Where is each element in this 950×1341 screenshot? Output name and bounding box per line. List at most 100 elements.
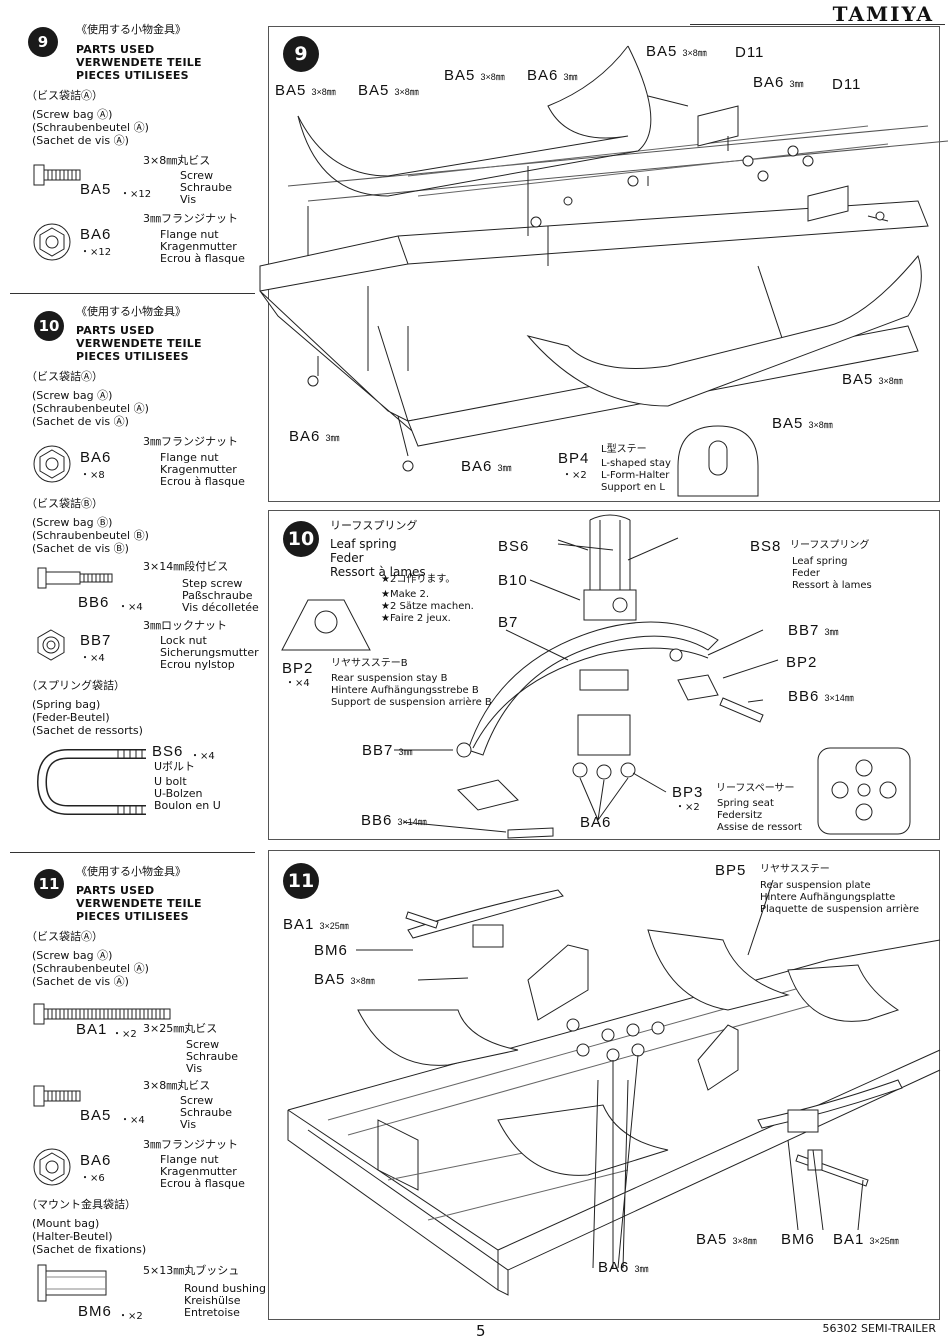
p10-bp2-b: BP2 — [786, 654, 818, 671]
p10-b7: B7 — [498, 614, 519, 631]
step10-partS-jp: Uボルト — [154, 760, 196, 773]
p10-title-fr: Ressort à lames — [330, 565, 426, 579]
step9-bag-en: (Screw bag Ⓐ) — [32, 108, 113, 121]
step10-partB2-name-fr: Ecrou nylstop — [160, 658, 235, 671]
step10-partS-name-en: U bolt — [154, 775, 187, 788]
p10-title-en: Leaf spring — [330, 537, 397, 551]
p10-bs8-de: Feder — [792, 568, 820, 579]
p10-make2-de: ★2 Sätze machen. — [381, 601, 474, 612]
step9-part1-qty: ・×12 — [120, 189, 152, 200]
step11-jp-title: 《使用する小物金具》 — [76, 865, 186, 878]
p10-bp3-qty: ・×2 — [675, 802, 700, 813]
step10-bagA-jp: （ビス袋詰Ⓐ） — [26, 370, 103, 383]
step9-part1-code: BA5 — [80, 181, 112, 198]
p9-ba6-b: BA6 3㎜ — [753, 74, 804, 91]
step9-bag-fr: (Sachet de vis Ⓐ) — [32, 134, 129, 147]
step10-partA-jp: 3㎜フランジナット — [143, 435, 238, 448]
step11-part2-jp: 3×8㎜丸ビス — [143, 1079, 211, 1092]
step11-panel-badge: 11 — [283, 863, 319, 899]
p9-bp4: BP4 — [558, 450, 590, 467]
step9-part2-qty: ・×12 — [80, 247, 112, 258]
step10-partB1-name-en: Step screw — [182, 577, 243, 590]
step10-partB1-jp: 3×14㎜段付ビス — [143, 560, 229, 573]
p10-make2-en: ★Make 2. — [381, 589, 430, 600]
step10-bagA-de: (Schraubenbeutel Ⓐ) — [32, 402, 149, 415]
step9-part1-jp: 3×8㎜丸ビス — [143, 154, 211, 167]
p10-bp2-jp: リヤサスステーB — [331, 658, 408, 669]
step10-parts-used: PARTS USED — [76, 324, 155, 337]
p10-bp3: BP3 — [672, 784, 704, 801]
p9-bp4-en: L-shaped stay — [601, 458, 671, 469]
p10-title-jp: リーフスプリング — [330, 519, 418, 532]
step10-partB2-name-de: Sicherungsmutter — [160, 646, 259, 659]
p10-bp2-fr: Support de suspension arrière B — [331, 697, 492, 708]
step10-partB1-code: BB6 — [78, 594, 110, 611]
step9-part1-name-en: Screw — [180, 169, 214, 182]
step9-part2-name-en: Flange nut — [160, 228, 219, 241]
step9-part2-name-fr: Ecrou à flasque — [160, 252, 245, 265]
step9-part2-code: BA6 — [80, 226, 112, 243]
step10-partA-name-fr: Ecrou à flasque — [160, 475, 245, 488]
step11-part1-qty: ・×2 — [112, 1029, 137, 1040]
p10-bb7-b: BB7 3㎜ — [362, 742, 413, 759]
p11-bp5-fr: Plaquette de suspension arrière — [760, 904, 919, 915]
p9-ba5-e: BA5 3×8㎜ — [842, 371, 903, 388]
p10-bp2-en: Rear suspension stay B — [331, 673, 448, 684]
step9-parts-used: PARTS USED — [76, 43, 155, 56]
step10-badge: 10 — [34, 311, 64, 341]
flange-nut-icon — [33, 1148, 71, 1186]
brand-logo: TAMIYA — [832, 2, 934, 26]
screw-icon — [33, 164, 81, 186]
p10-bb7-a: BB7 3㎜ — [788, 622, 839, 639]
step10-partB1-name-de: Paßschraube — [182, 589, 253, 602]
p10-bs8-jp: リーフスプリング — [790, 540, 870, 551]
p9-ba5-d: BA5 3×8㎜ — [646, 43, 707, 60]
step10-partB2-name-en: Lock nut — [160, 634, 207, 647]
long-screw-icon — [33, 1003, 171, 1025]
step11-mount-jp: （マウント金具袋詰） — [26, 1198, 136, 1211]
step10-jp-title: 《使用する小物金具》 — [76, 305, 186, 318]
page-number: 5 — [476, 1322, 486, 1340]
step10-bagS-de: (Feder-Beutel) — [32, 711, 110, 724]
p9-bp4-jp: L型ステー — [601, 444, 647, 455]
step11-part2-qty: ・×4 — [120, 1115, 145, 1126]
p11-bp5-de: Hintere Aufhängungsplatte — [760, 892, 896, 903]
step11-part3-name-en: Flange nut — [160, 1153, 219, 1166]
step10-partB1-name-fr: Vis décolletée — [182, 601, 259, 614]
step10-bagS-fr: (Sachet de ressorts) — [32, 724, 143, 737]
step11-part1-name-en: Screw — [186, 1038, 220, 1051]
p10-make2-fr: ★Faire 2 jeux. — [381, 613, 451, 624]
step11-part2-name-de: Schraube — [180, 1106, 232, 1119]
p9-ba5-a: BA5 3×8㎜ — [275, 82, 336, 99]
step11-part2-name-fr: Vis — [180, 1118, 197, 1131]
step11-assembly-drawing — [287, 879, 941, 1296]
step11-mount-part-jp: 5×13㎜丸ブッシュ — [143, 1264, 240, 1277]
p10-bp2-a: BP2 — [282, 660, 314, 677]
p10-bp3-de: Federsitz — [717, 810, 763, 821]
p11-ba6: BA6 3㎜ — [598, 1259, 649, 1276]
step11-part1-name-fr: Vis — [186, 1062, 203, 1075]
step9-bag-jp: （ビス袋詰Ⓐ） — [26, 89, 103, 102]
p10-bp2-qty: ・×4 — [285, 678, 310, 689]
u-bolt-icon — [36, 749, 146, 815]
step9-assembly-drawing — [259, 45, 949, 497]
step11-part1-jp: 3×25㎜丸ビス — [143, 1022, 218, 1035]
step10-partA-name-en: Flange nut — [160, 451, 219, 464]
flange-nut-icon — [33, 223, 71, 261]
step11-mount-de: (Halter-Beutel) — [32, 1230, 113, 1243]
step10-partS-name-fr: Boulon en U — [154, 799, 221, 812]
p10-bs8-en: Leaf spring — [792, 556, 848, 567]
p9-d11-b: D11 — [832, 76, 862, 93]
step9-badge: 9 — [28, 27, 58, 57]
step9-part2-name-de: Kragenmutter — [160, 240, 237, 253]
sidebar-divider — [10, 293, 255, 294]
step10-bagB-jp: （ビス袋詰Ⓑ） — [26, 497, 103, 510]
lock-nut-icon — [37, 629, 65, 661]
p9-bp4-qty: ・×2 — [562, 470, 587, 481]
step11-mount-name-de: Kreishülse — [184, 1294, 241, 1307]
step10-partB2-code: BB7 — [80, 632, 112, 649]
screw-icon — [33, 1085, 81, 1107]
p9-ba5-f: BA5 3×8㎜ — [772, 415, 833, 432]
p9-ba5-b: BA5 3×8㎜ — [358, 82, 419, 99]
step11-mount-code: BM6 — [78, 1303, 112, 1320]
